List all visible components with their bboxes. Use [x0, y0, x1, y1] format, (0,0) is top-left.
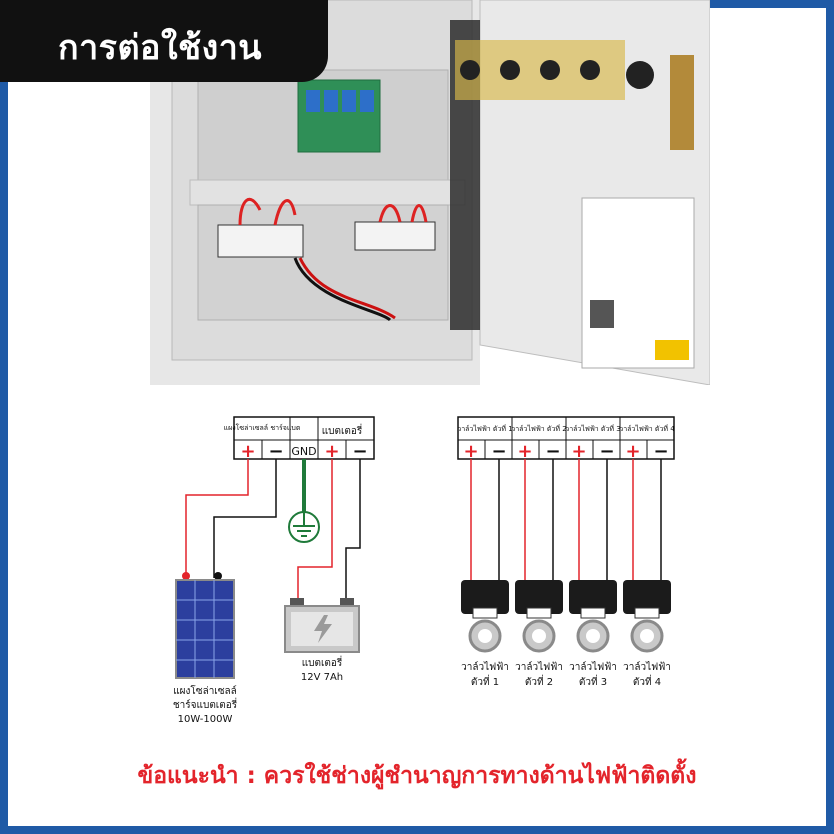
header-title: การต่อใช้งาน — [58, 28, 263, 68]
valve-3-header: วาล์วไฟฟ้า ตัวที่ 3 — [565, 424, 620, 433]
valve-2-name: วาล์วไฟฟ้า — [515, 661, 563, 673]
valve-2-icon — [515, 580, 563, 653]
battery-icon — [284, 598, 360, 653]
switch-knob-1 — [460, 60, 480, 80]
black-wire — [293, 257, 392, 322]
solar-panel-label-3: 10W-100W — [178, 714, 233, 725]
solar-panel-label-1: แผงโซล่าเซลล์ — [173, 684, 237, 697]
battery-plus-label: + — [324, 441, 339, 462]
left-wires — [185, 459, 361, 600]
valve-1-icon — [461, 580, 509, 653]
right-terminal-block — [457, 416, 675, 460]
valve-3-name: วาล์วไฟฟ้า — [569, 661, 617, 673]
qr-code — [590, 300, 614, 328]
terminal-block-left — [217, 224, 304, 258]
battery-label-2: 12V 7Ah — [301, 672, 343, 683]
switch-knob-3 — [540, 60, 560, 80]
valve-2-plus: + — [517, 441, 532, 462]
valve-4-plus: + — [625, 441, 640, 462]
solar-plus-wire — [185, 459, 249, 578]
valve-2-num: ตัวที่ 2 — [525, 674, 553, 688]
instruction-sticker — [581, 197, 695, 369]
valve-1-num: ตัวที่ 1 — [471, 674, 499, 688]
battery-minus-label: − — [352, 441, 367, 462]
header-badge: การต่อใช้งาน — [0, 0, 328, 82]
red-wire-long — [298, 257, 396, 320]
battery-header-label: แบตเตอรี่ — [322, 423, 363, 437]
valve-3-num: ตัวที่ 3 — [579, 674, 607, 688]
valve-4-name: วาล์วไฟฟ้า — [623, 661, 671, 673]
valve-1-header: วาล์วไฟฟ้า ตัวที่ 1 — [457, 424, 512, 433]
gnd-label: GND — [291, 445, 316, 458]
valve-4-minus: − — [653, 441, 668, 462]
switch-knob-4 — [580, 60, 600, 80]
valve-4-icon — [623, 580, 671, 653]
valve-3-icon — [569, 580, 617, 653]
terminal-block-right — [354, 221, 436, 251]
solar-header-label: แผงโซล่าเซลล์ ชาร์จแบต — [224, 423, 301, 432]
red-wires — [238, 197, 428, 226]
solar-minus-label: − — [268, 441, 283, 462]
relay-4 — [360, 90, 374, 112]
divider-bar — [189, 179, 466, 206]
valve-1-name: วาล์วไฟฟ้า — [461, 661, 509, 673]
battery-label-1: แบตเตอรี่ — [302, 655, 343, 669]
valve-2-minus: − — [545, 441, 560, 462]
valve-4-num: ตัวที่ 4 — [633, 674, 661, 688]
valve-wires — [470, 459, 662, 580]
ground-icon — [288, 511, 320, 543]
valve-1-plus: + — [463, 441, 478, 462]
left-terminal-block: แผงโซล่าเซลล์ ชาร์จแบต แบตเตอรี่ + − GND… — [224, 416, 375, 462]
solar-minus-wire — [213, 459, 277, 578]
valve-3-minus: − — [599, 441, 614, 462]
battery-minus-wire — [345, 459, 361, 600]
battery-plus-wire — [297, 459, 333, 600]
relay-2 — [324, 90, 338, 112]
relay-3 — [342, 90, 356, 112]
valve-3-plus: + — [571, 441, 586, 462]
valve-1-minus: − — [491, 441, 506, 462]
switch-knob-2 — [500, 60, 520, 80]
warning-label — [655, 340, 689, 360]
valve-2-header: วาล์วไฟฟ้า ตัวที่ 2 — [511, 424, 566, 433]
installation-tip: ข้อแนะนำ : ควรใช้ช่างผู้ชำนาญการทางด้านไ… — [137, 763, 697, 789]
solar-plus-label: + — [240, 441, 255, 462]
solar-panel-icon — [175, 572, 235, 679]
main-knob — [626, 61, 654, 89]
valve-4-header: วาล์วไฟฟ้า ตัวที่ 4 — [619, 424, 675, 433]
solar-panel-label-2: ชาร์จแบตเตอรี่ — [173, 697, 238, 711]
door-latch — [670, 55, 694, 150]
relay-1 — [306, 90, 320, 112]
